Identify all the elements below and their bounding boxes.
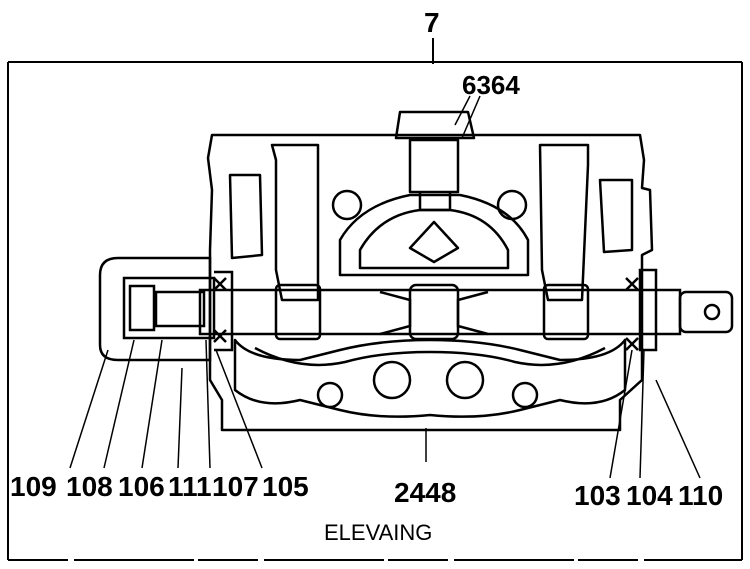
part-label-2448: 2448 [394, 477, 456, 508]
part-label-104: 104 [626, 480, 673, 511]
part-label-110: 110 [678, 480, 723, 511]
part-label-108: 108 [66, 471, 113, 502]
part-label-109: 109 [10, 471, 57, 502]
assembly-number: 7 [424, 7, 440, 38]
diagram-frame [7, 61, 743, 561]
valve-body [206, 110, 654, 432]
part-label-103: 103 [574, 480, 621, 511]
part-label-6364: 6364 [462, 70, 520, 100]
part-label-107: 107 [212, 471, 259, 502]
leader-lines [69, 95, 701, 479]
diagram-caption: ELEVAING [324, 520, 432, 545]
part-label-106: 106 [118, 471, 165, 502]
part-label-111: 111 [168, 471, 212, 502]
spool [98, 256, 734, 362]
part-label-105: 105 [262, 471, 309, 502]
